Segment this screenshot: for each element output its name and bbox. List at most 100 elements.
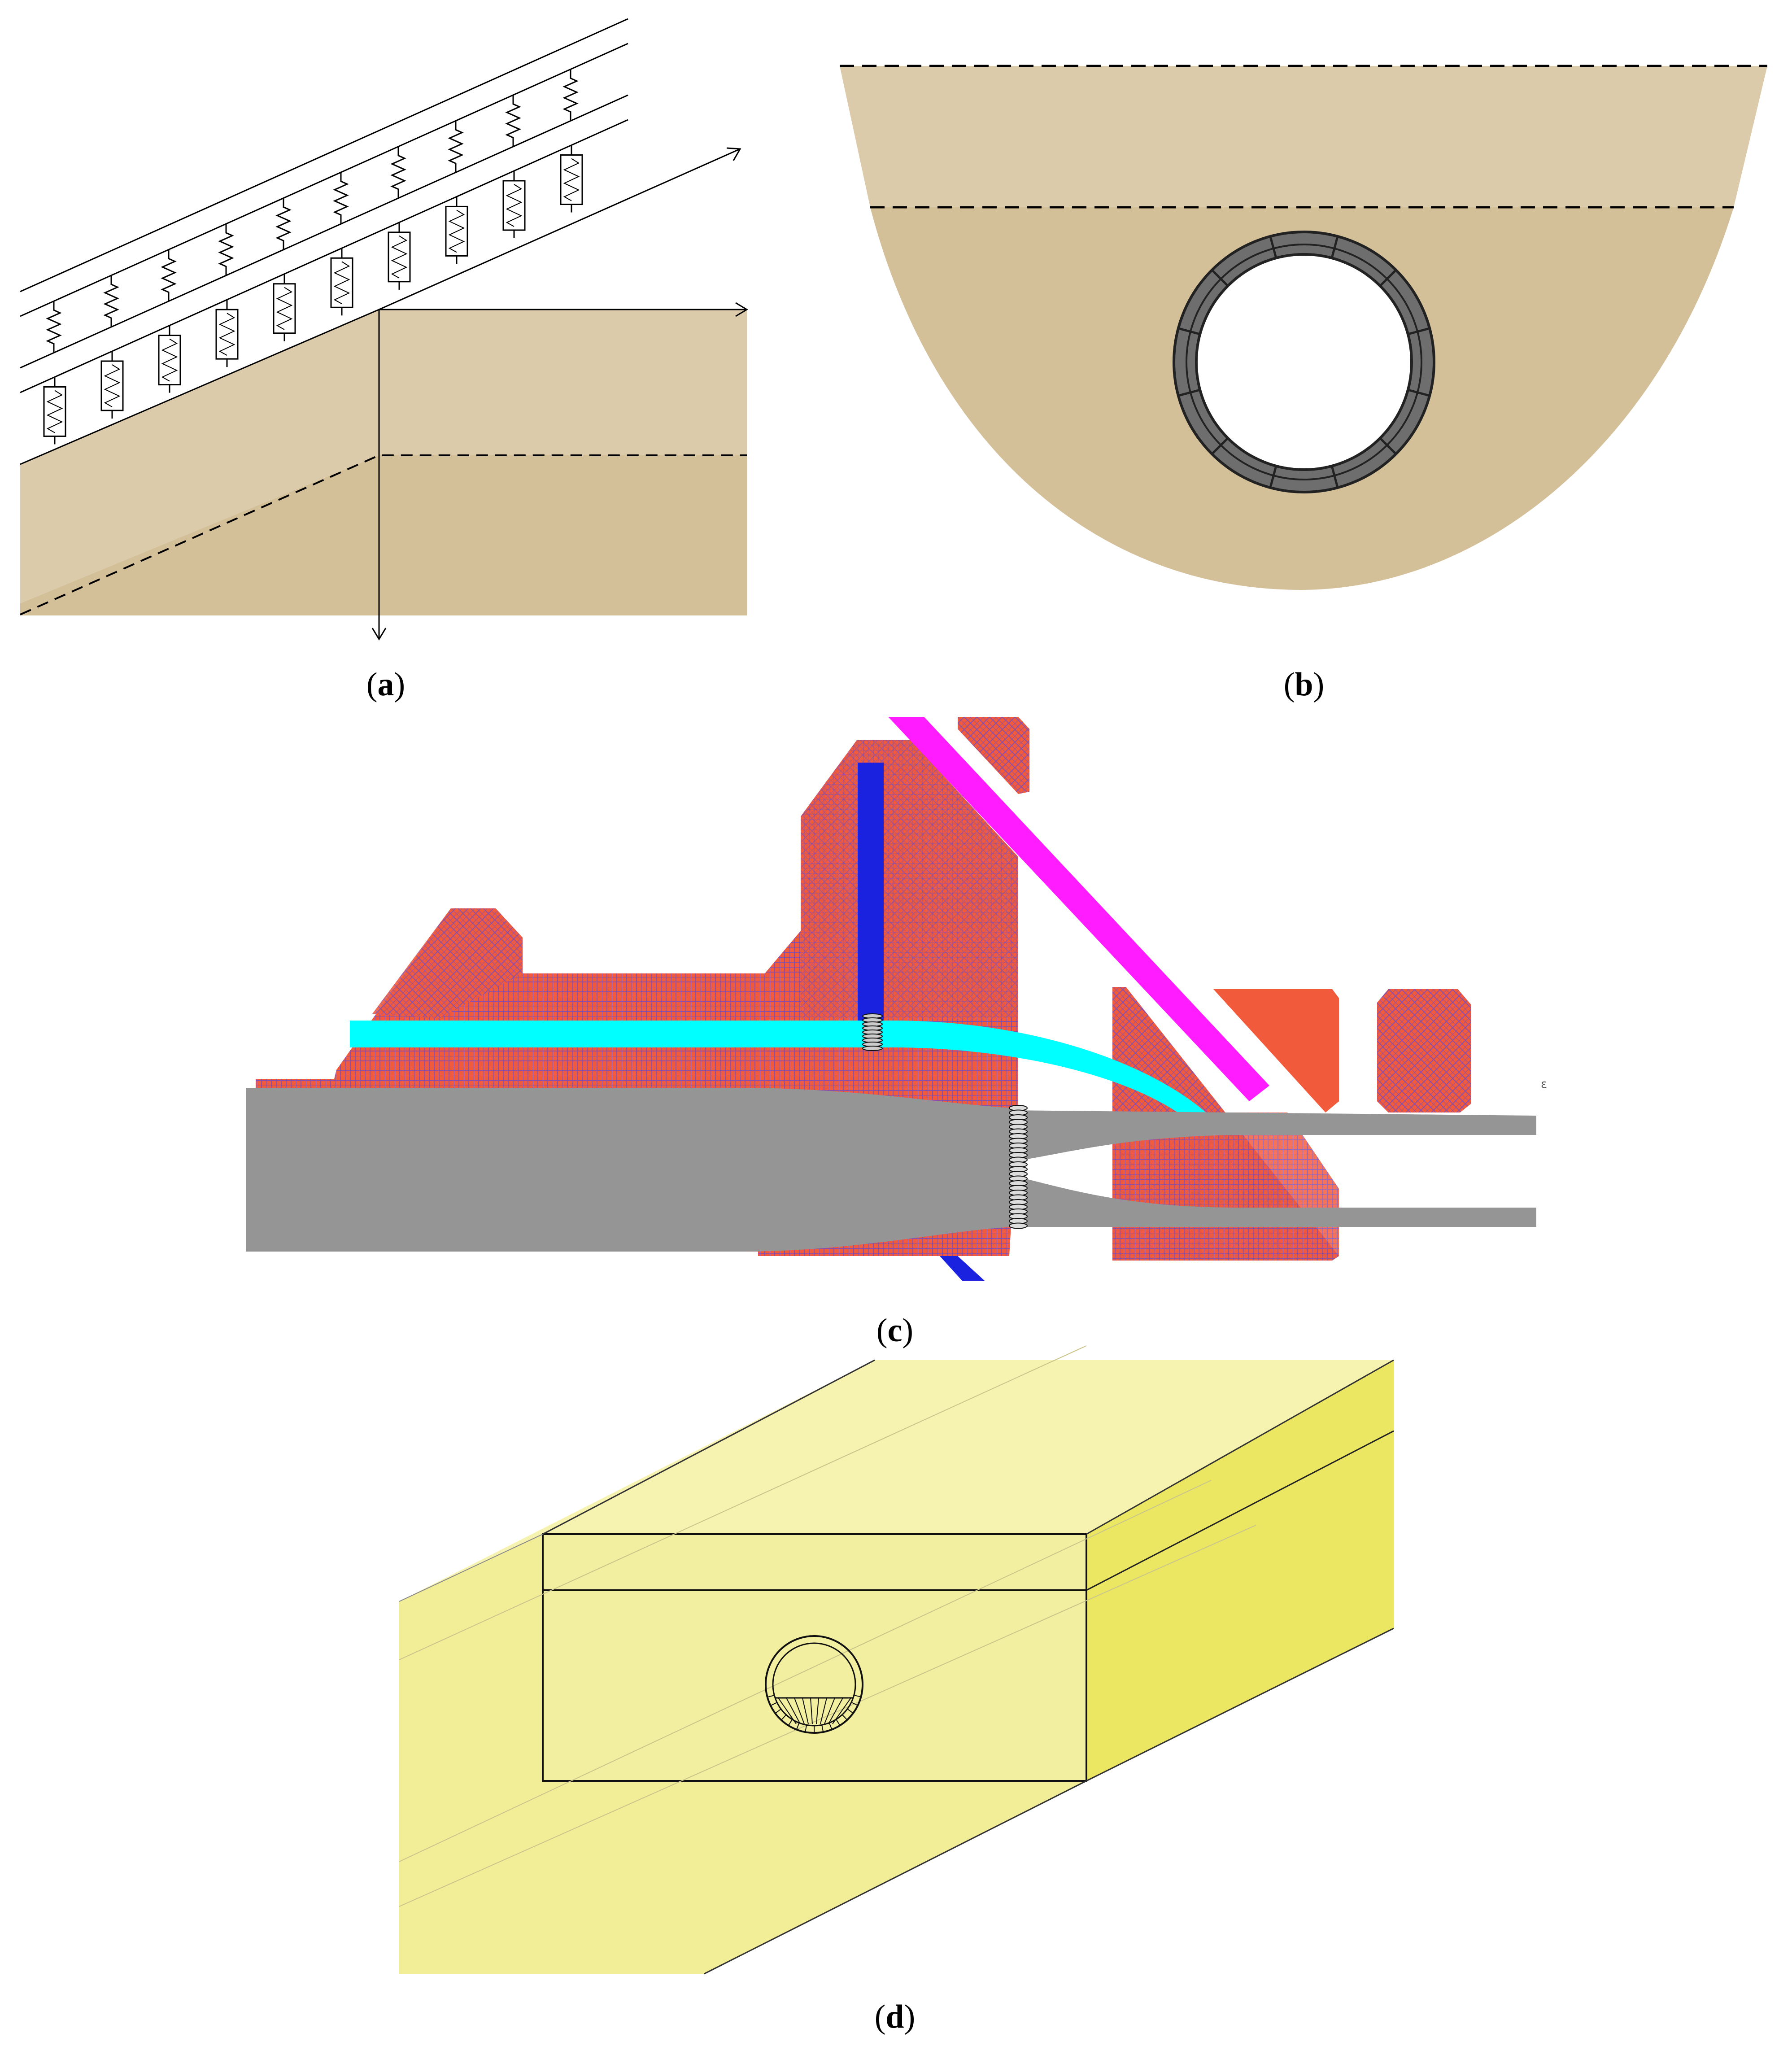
dashpot-icon [330, 248, 353, 316]
lining-tick [796, 1723, 800, 1730]
dashpot-icon [215, 300, 239, 367]
lining-joint [1178, 388, 1200, 397]
invert-mesh-line [816, 1697, 819, 1724]
spring-row [46, 69, 579, 353]
lining-joint [1379, 269, 1397, 287]
beam-line-3 [20, 94, 628, 369]
edge-right-bottom [1086, 1627, 1394, 1782]
block-left-face [399, 1534, 1086, 1974]
lining-joint [1269, 236, 1278, 258]
lining-tick [847, 1708, 854, 1714]
spring-icon [103, 275, 119, 327]
blue-vertical-pile [858, 763, 884, 1045]
invert-mesh-line [828, 1697, 843, 1724]
lining-joint [1330, 466, 1339, 488]
block-top-face [399, 1360, 1394, 1601]
invert-mesh-line [802, 1697, 809, 1724]
soil-lower-layer [20, 455, 747, 615]
block-front-face [543, 1534, 1086, 1781]
pile-ring [862, 1046, 883, 1051]
invert-mesh-line [820, 1697, 827, 1724]
tunnel-opening [1195, 253, 1413, 471]
panel-c-mesh-model: ε (c) [246, 717, 1547, 1349]
blue-pile-tip [940, 1256, 985, 1281]
dashpot-icon [43, 377, 66, 445]
small-marker-icon: ε [1541, 1078, 1547, 1091]
caption-d: (d) [875, 1998, 915, 2035]
lining-joint [1178, 327, 1200, 336]
dashpot-icon [560, 145, 583, 213]
beam-line-4 [20, 119, 628, 393]
dashpot-icon [445, 196, 468, 264]
beam-line-2 [20, 43, 628, 317]
dashpot-row [43, 145, 583, 445]
mesh-far-right-block [1377, 989, 1471, 1112]
lining-tick [851, 1701, 858, 1706]
pile-ring-stack [862, 1013, 883, 1051]
panel-b-tunnel-cross-section: (b) [840, 65, 1767, 703]
mesh-tower [801, 740, 1018, 1018]
magenta-inclined-strut [888, 717, 1269, 1101]
spring-icon [275, 198, 292, 250]
lining-tick [788, 1719, 793, 1726]
spring-icon [562, 69, 579, 121]
lining-joint [1269, 466, 1278, 488]
lining-tick [781, 1714, 787, 1721]
caption-a: (a) [366, 666, 405, 703]
invert-mesh-line [824, 1697, 835, 1724]
mesh-left-peak [372, 908, 523, 1018]
dashpot-icon [388, 222, 411, 290]
edge-bottom-long [704, 1780, 1087, 1975]
mesh-triangle-block [1213, 989, 1339, 1112]
lining-tick [854, 1694, 861, 1697]
spring-icon [390, 146, 406, 198]
junction-ring-stack [1009, 1105, 1028, 1229]
tunnel-inner-circle [772, 1642, 856, 1727]
lining-tick [841, 1714, 848, 1720]
lining-joint [1211, 437, 1229, 455]
lining-tick [767, 1695, 775, 1698]
tunnel-axis-faint-2 [399, 1480, 1212, 1862]
x-axis-arrow-icon [735, 302, 748, 317]
lining-joint [1408, 327, 1430, 336]
lining-segment-joints [1178, 236, 1430, 488]
block-right-face [1086, 1360, 1394, 1781]
tunnel-axis-faint-1 [399, 1345, 1087, 1660]
layer-line-top-right [1086, 1430, 1394, 1591]
spring-icon [505, 95, 521, 147]
invert-mesh-line [786, 1697, 801, 1724]
edge-left-top [399, 1534, 543, 1602]
lining-tick [821, 1725, 824, 1732]
tunnel-lining-inner-ring [1186, 244, 1422, 480]
spring-icon [333, 172, 349, 224]
cyan-curved-member [350, 1021, 1211, 1117]
gray-tunnel-branch-lower [1012, 1175, 1536, 1227]
dashpot-icon [100, 351, 124, 419]
invert-mesh-line [794, 1697, 805, 1724]
junction-ring [1009, 1222, 1028, 1229]
lining-tick [775, 1709, 781, 1714]
lining-tick [770, 1702, 777, 1706]
mesh-top-right-block [958, 717, 1029, 794]
lining-joint [1211, 269, 1229, 287]
dashpot-icon [273, 274, 296, 341]
gray-tunnel-main [246, 1088, 1012, 1252]
panel-a-beam-on-springs: (a) [20, 18, 748, 703]
beam-axis-line [379, 148, 741, 310]
edge-top-left [542, 1359, 875, 1535]
dashpot-icon [158, 325, 181, 393]
spring-icon [218, 224, 234, 276]
lining-joint [1330, 236, 1339, 258]
z-axis-arrow-icon [371, 628, 387, 641]
dashpot-icon [502, 170, 526, 238]
lining-tick [828, 1723, 833, 1730]
lining-tick [836, 1719, 841, 1726]
gray-tunnel-branch-upper [1012, 1110, 1536, 1162]
lining-tick [805, 1725, 807, 1732]
beam-axis-arrow-icon [726, 147, 741, 161]
spring-icon [448, 121, 464, 173]
beam-line-1 [20, 18, 628, 292]
lining-joint [1379, 437, 1397, 455]
caption-c: (c) [876, 1312, 913, 1349]
